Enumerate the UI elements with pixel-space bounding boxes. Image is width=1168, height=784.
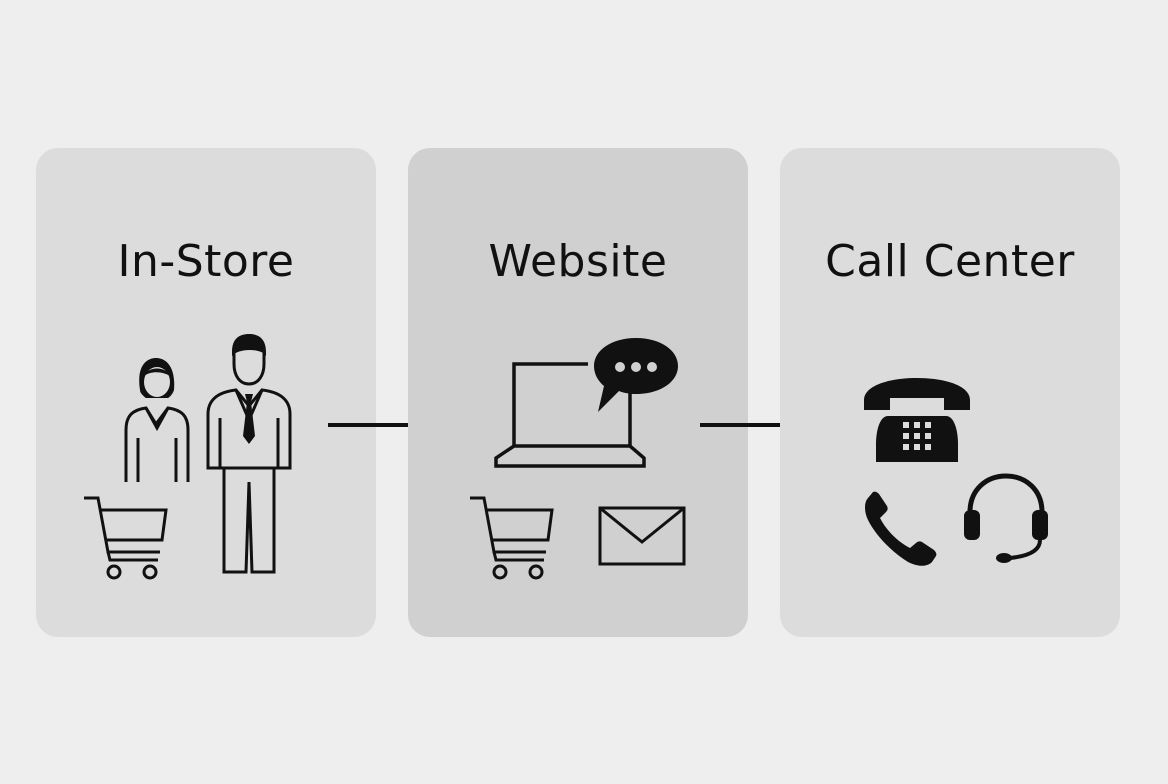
- channel-card-website: Website: [408, 148, 748, 637]
- channel-title: Website: [488, 236, 668, 287]
- chat-bubble-icon: [594, 338, 678, 412]
- envelope-icon: [598, 506, 686, 566]
- phone-handset-icon: [865, 491, 937, 566]
- desk-telephone-icon: [864, 378, 970, 462]
- laptop-icon: [494, 362, 646, 468]
- shopping-cart-icon: [470, 496, 554, 580]
- man-in-suit-icon: [206, 334, 292, 574]
- channel-title: In-Store: [117, 236, 295, 287]
- shopping-cart-icon: [84, 496, 168, 580]
- woman-icon: [124, 358, 190, 482]
- channel-card-call-center: Call Center: [780, 148, 1120, 637]
- headset-icon: [964, 473, 1048, 563]
- channel-card-in-store: In-Store: [36, 148, 376, 637]
- channel-title: Call Center: [825, 236, 1075, 287]
